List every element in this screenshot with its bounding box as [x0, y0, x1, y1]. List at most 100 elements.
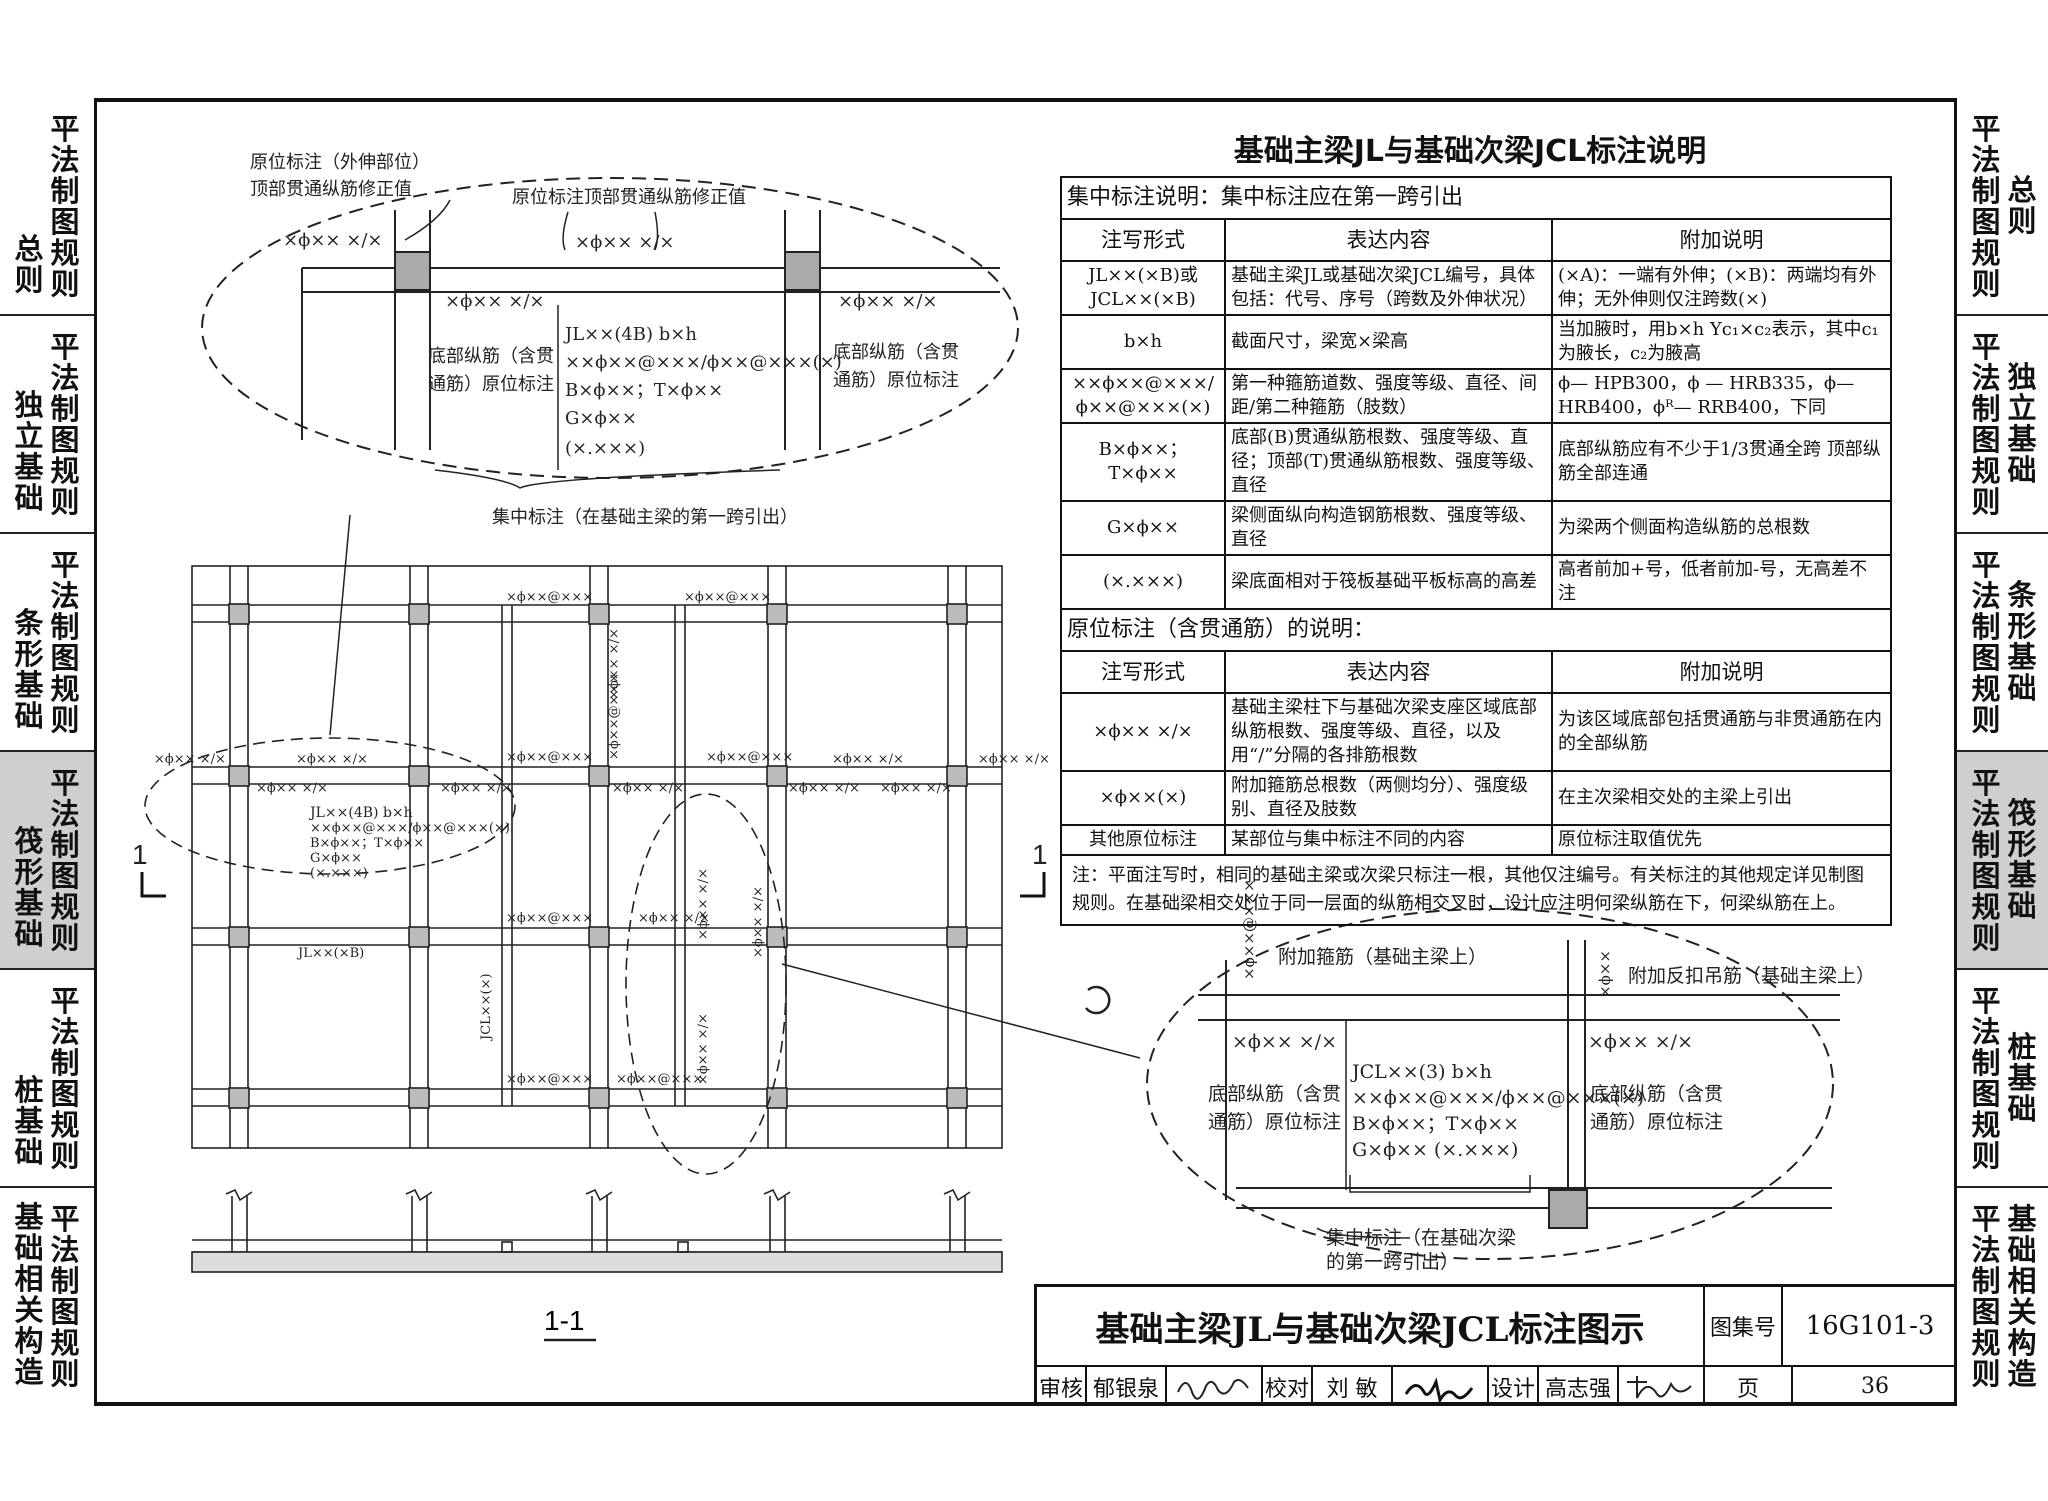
through-bars: B×ϕ××；T×ϕ××	[1352, 1113, 1519, 1135]
review-label: 审核	[1037, 1367, 1087, 1406]
table-section-heading: 原位标注（含贯通筋）的说明：	[1060, 608, 1892, 652]
table-cell: 梁侧面纵向构造钢筋根数、强度等级、直径	[1224, 500, 1553, 556]
table-row: 其他原位标注某部位与集中标注不同的内容原位标注取值优先	[1060, 824, 1892, 856]
tab-rule: 平法制图规则	[50, 766, 80, 955]
table-header-row: 注写形式 表达内容 附加说明	[1060, 218, 1892, 262]
section-columns	[225, 1188, 971, 1252]
rebar-tag: ×ϕ×× ×/×	[283, 230, 382, 251]
table-row: (×.×××)梁底面相对于筏板基础平板标高的高差高者前加+号，低者前加-号，无高…	[1060, 554, 1892, 610]
plan-callout-ellipse-secondary	[625, 793, 787, 1175]
table-cell: 底部(B)贯通纵筋根数、强度等级、直径；顶部(T)贯通纵筋根数、强度等级、直径	[1224, 422, 1553, 502]
rebar-tag: ×ϕ×× ×/×	[751, 886, 766, 958]
callout-ellipse	[201, 177, 1019, 479]
stirrup-tag: ×ϕ××@×××	[616, 1072, 703, 1087]
reviewer-signature	[1167, 1367, 1263, 1406]
tab-rule: 平法制图规则	[50, 984, 80, 1173]
callout-ellipse	[1146, 908, 1834, 1260]
left-tab-general[interactable]: 总则平法制图规则	[0, 98, 94, 316]
tab-rule: 平法制图规则	[50, 112, 80, 301]
table-cell: ϕ— HPB300，ϕ — HRB335，ϕ— HRB400，ϕᴿ— RRB40…	[1551, 368, 1892, 424]
right-tab-general[interactable]: 平法制图规则总则	[1957, 98, 2048, 316]
side-bars: G×ϕ××	[565, 408, 637, 429]
stirrup-tag: ×ϕ××@×××	[506, 911, 593, 926]
table-cell: 截面尺寸，梁宽×梁高	[1224, 314, 1553, 370]
signature-scribble	[1404, 1376, 1474, 1402]
hanger-bar-label: 附加反扣吊筋（基础主梁上）	[1628, 965, 1875, 987]
column-header: 附加说明	[1551, 218, 1892, 262]
table-cell: 高者前加+号，低者前加-号，无高差不注	[1551, 554, 1892, 610]
rebar-tag: ×ϕ×× ×/×	[575, 232, 674, 253]
tab-rule: 平法制图规则	[1971, 330, 2001, 519]
tab-chapter: 条形基础	[14, 606, 44, 733]
added-stirrup-label: 附加箍筋（基础主梁上）	[1278, 946, 1487, 968]
bottom-bars-label: 通筋）原位标注	[1208, 1111, 1341, 1133]
bottom-bars-label: 通筋）原位标注	[1590, 1111, 1723, 1133]
stirrup-tag: ×ϕ××@×××	[706, 750, 793, 765]
tab-chapter: 筏形基础	[2007, 796, 2037, 923]
signature-scribble	[1627, 1375, 1692, 1398]
bottom-bars-label: 通筋）原位标注	[833, 370, 959, 391]
signature-row: 审核 郁银泉 校对 刘 敏 设计 高志强 页 36	[1037, 1367, 1957, 1409]
elevation-diff: (×.×××)	[565, 438, 645, 459]
table-cell: ×ϕ××(×)	[1060, 770, 1226, 826]
table-cell: 基础主梁柱下与基础次梁支座区域底部纵筋根数、强度等级、直径，以及用“/”分隔的各…	[1224, 692, 1553, 772]
table-cell: 底部纵筋应有不少于1/3贯通全跨 顶部纵筋全部连通	[1551, 422, 1892, 502]
rebar-tag: ×ϕ×× ×/×	[1232, 1031, 1337, 1053]
jl-label: JL××(4B) b×h	[563, 324, 697, 345]
column-header: 注写形式	[1060, 650, 1226, 694]
tab-chapter: 独立基础	[2007, 360, 2037, 487]
stirrup-spec: ××ϕ××@×××/ϕ××@×××(×)	[1352, 1087, 1644, 1109]
column-header: 注写形式	[1060, 218, 1226, 262]
tab-rule: 平法制图规则	[1971, 766, 2001, 955]
right-tab-isolated[interactable]: 平法制图规则独立基础	[1957, 316, 2048, 534]
left-tab-related[interactable]: 基础相关构造平法制图规则	[0, 1188, 94, 1406]
page-number: 36	[1861, 1374, 1889, 1399]
left-tab-isolated[interactable]: 独立基础平法制图规则	[0, 316, 94, 534]
bottom-bars-label: 底部纵筋（含贯	[428, 346, 554, 367]
column-header: 表达内容	[1224, 218, 1553, 262]
tab-rule: 平法制图规则	[1971, 984, 2001, 1173]
checker-signature	[1393, 1367, 1489, 1406]
vertical-beams	[229, 566, 967, 1148]
bottom-bars-label: 通筋）原位标注	[428, 374, 554, 395]
tab-rule: 平法制图规则	[1971, 112, 2001, 301]
rebar-tag: ×ϕ×× ×/×	[440, 781, 512, 796]
right-tab-raft[interactable]: 平法制图规则筏形基础	[1957, 752, 2048, 970]
title-block: 基础主梁JL与基础次梁JCL标注图示 图集号 16G101-3 审核 郁银泉 校…	[1034, 1284, 1957, 1409]
concentrated-label: 的第一跨引出）	[1326, 1251, 1459, 1273]
jl-small-bars: B×ϕ××；T×ϕ××	[310, 836, 424, 851]
left-tab-strip[interactable]: 条形基础平法制图规则	[0, 534, 94, 752]
table-cell: ××ϕ××@×××/ ϕ××@×××(×)	[1060, 368, 1226, 424]
columns	[228, 603, 968, 1109]
rebar-tag: ×ϕ×× ×/×	[1588, 1031, 1693, 1053]
section-1-1	[191, 1188, 1003, 1342]
table-note: 注：平面注写时，相同的基础主梁或次梁只标注一根，其他仅注编号。有关标注的其他规定…	[1060, 854, 1892, 926]
rebar-tag: ×ϕ×× ×/×	[978, 752, 1050, 767]
column-header: 附加说明	[1551, 650, 1892, 694]
concentrated-label: 集中标注（在基础主梁的第一跨引出）	[492, 507, 798, 528]
top-callout	[201, 177, 1019, 736]
foundation-plan	[140, 565, 1141, 1175]
jl-small-side: G×ϕ××	[310, 851, 362, 866]
designer-signature	[1619, 1367, 1705, 1406]
left-tab-raft[interactable]: 筏形基础平法制图规则	[0, 752, 94, 970]
tab-rule: 平法制图规则	[50, 330, 80, 519]
table-header-row: 注写形式 表达内容 附加说明	[1060, 650, 1892, 694]
jl-small-label: JL××(4B) b×h	[308, 805, 413, 821]
bottom-bars-label: 底部纵筋（含贯	[1208, 1083, 1341, 1105]
page-label: 页	[1705, 1367, 1793, 1406]
plan-callout-ellipse-main	[144, 737, 516, 875]
tab-chapter: 筏形基础	[14, 824, 44, 951]
rebar-tag: ×ϕ×× ×/×	[696, 868, 711, 940]
left-tab-pile[interactable]: 桩基础平法制图规则	[0, 970, 94, 1188]
rebar-tag: ×ϕ×× ×/×	[638, 911, 710, 926]
right-tab-strip[interactable]: 平法制图规则条形基础	[1957, 534, 2048, 752]
concentrated-label: 集中标注（在基础次梁	[1326, 1227, 1516, 1249]
rebar-tag: ×ϕ×× ×/×	[838, 291, 937, 312]
right-tab-related[interactable]: 平法制图规则基础相关构造	[1957, 1188, 2048, 1406]
drawing-title: 基础主梁JL与基础次梁JCL标注图示	[1037, 1287, 1705, 1367]
table-row: JL××(×B)或 JCL××(×B)基础主梁JL或基础次梁JCL编号，具体包括…	[1060, 260, 1892, 316]
section-mark-right: 1	[1032, 839, 1048, 870]
right-tab-pile[interactable]: 平法制图规则桩基础	[1957, 970, 2048, 1188]
